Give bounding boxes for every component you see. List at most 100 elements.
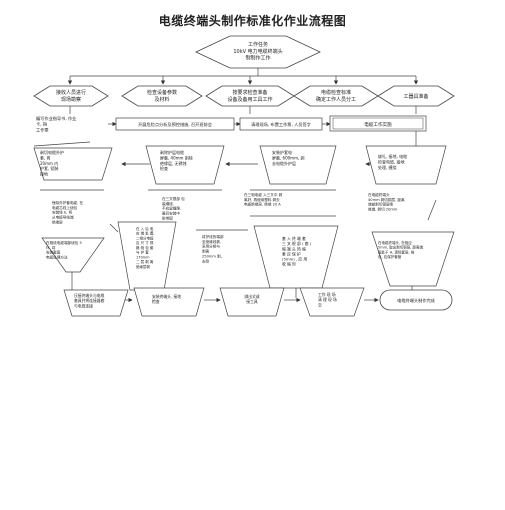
page-title: 电缆终端头制作标准化作业流程图 xyxy=(158,14,347,28)
stage4-line: 确定工作人员分工 xyxy=(316,96,356,103)
start-connectors xyxy=(67,68,419,85)
note_center_a-line: 二相分电缆 xyxy=(136,235,154,240)
step_strip-line: 剥切电缆外护 xyxy=(40,149,64,155)
note_mid2-line: 电缆绝缘层, 绝缘 20 A xyxy=(244,202,281,207)
note_center_a-line: 格 绕 包 套 xyxy=(136,245,154,250)
note_mid2-line: 离好, 再使用塑料 剥去 xyxy=(244,197,280,202)
step-semicon-shape xyxy=(259,145,337,185)
note_center_a-line: 二 层 剥 离 xyxy=(136,259,154,264)
final_b-line: 安装终端头, 接地 xyxy=(152,294,181,299)
final-d-shape xyxy=(299,287,365,317)
middle-dividers xyxy=(40,189,437,233)
final-c-text: 绑出式或接工具 xyxy=(244,294,259,304)
stage4-line: 电缆检查标准 xyxy=(321,89,351,96)
row2_a-line: 卡, 指 xyxy=(36,121,47,128)
start-line: 10kV 电力电缆终端头 xyxy=(233,48,282,55)
final-b-shape xyxy=(133,287,205,317)
stage1-line: 接收人员进行 xyxy=(56,89,86,96)
final_d-line: 清 理 现 场 xyxy=(318,297,337,302)
row2_b-line: 开展危险点分析及预控措施, 召开班前会 xyxy=(138,121,213,128)
step_semicon-line: 安装护套电 xyxy=(272,149,292,155)
row2_c-line: 清理现场, 布置工作票, 人员签字 xyxy=(251,121,311,128)
final-d-text: 工作 现 场清 理 现 场交 xyxy=(318,292,337,307)
stage3-line: 设备及备用工具工作 xyxy=(227,96,272,103)
note_center_c-line: 三 叉 根 部 ( 套 ) xyxy=(282,241,312,246)
note_mid1-line: 装缠绕, xyxy=(162,201,174,206)
note_right2-line: 包, 应保护套管 xyxy=(378,254,402,259)
row2_a-line: 编写作业指导书, 作业 xyxy=(36,115,76,122)
start-node-shape xyxy=(195,35,321,69)
note-center-c-text: 套 入 终 端 套三 叉 根 部 ( 套 )缩 端 头 热 缩套 应 保 护(5… xyxy=(282,236,312,267)
final-a-shape xyxy=(63,289,129,317)
stage3-line: 按要求检查准备 xyxy=(232,89,267,96)
step_strip-line: 接地 xyxy=(40,171,48,177)
final_d-line: 工作 现 场 xyxy=(318,292,336,297)
step_shield-line: 屏蔽, 40mm 剥除 xyxy=(160,154,193,160)
stage5-text: 工器具准备 xyxy=(403,93,428,100)
note_mid1-line: 不应留缝隙, xyxy=(162,206,181,211)
stage5-shape xyxy=(377,85,455,107)
step-check-text: 绑扎, 接地, 电缆检查电缆, 接地处理, 缠绕 xyxy=(378,153,407,170)
note_center_b-line: 将护线的端部 xyxy=(202,234,224,239)
note_center_c-line: 套 应 保 护 xyxy=(282,251,301,256)
note_right1-line: 在电缆终端头 xyxy=(368,192,390,197)
note-mid2-text: 在三相电缆 入三叉中 剥离好, 再使用塑料 剥去电缆绝缘层, 绝缘 20 A xyxy=(244,192,283,207)
stage1-text: 接收人员进行现场勘察 xyxy=(56,89,86,103)
note_right2-line: 5mm, 取出剥切铜层, 距离端 xyxy=(378,245,423,250)
step_strip-line: 护套, 铠装 xyxy=(40,165,59,171)
step_shield-line: 检查 xyxy=(160,165,168,171)
note_mid1-line: 最后安装中 xyxy=(162,211,181,216)
row2-b-box xyxy=(115,117,235,131)
step_semicon-line: 去电缆外护层 xyxy=(272,160,296,166)
note_right1-line: 40mm 剥切铜层, 距离 xyxy=(368,197,405,202)
note_left1-line: 电缆芯线上绕包 xyxy=(52,205,78,210)
row2-b-text: 开展危险点分析及预控措施, 召开班前会 xyxy=(138,121,213,128)
note_center_c-line: 套 入 终 端 套 xyxy=(282,236,306,241)
note_left2-line: 电缆处理方法 xyxy=(46,255,68,260)
step_semicon-line: 屏蔽, 600mm, 剥 xyxy=(272,154,305,160)
note-left1-text: 锉除外护套电缆, 在电缆芯线上绕包安装线 b, 将从电缆导线端绝缘层 xyxy=(52,200,83,224)
stage2-shape xyxy=(121,85,203,107)
note_center_c-line: 收 缩 时 xyxy=(282,262,296,267)
final_b-line: 检查 xyxy=(152,299,160,304)
note_right2-line: 面处于 H, 清除套层, 绕 xyxy=(378,249,415,254)
step-semicon-text: 安装护套电屏蔽, 600mm, 剥去电缆外护层 xyxy=(272,149,305,166)
end-node-text: 电缆终端头制作完成 xyxy=(397,297,435,304)
note_mid1-line: 在三叉根部 包 xyxy=(162,196,185,201)
stage1-line: 现场勘察 xyxy=(61,96,81,103)
note_left2-line: 环, 将 xyxy=(46,245,56,250)
stage2-text: 检查设备参数及材料 xyxy=(147,89,177,103)
note_center_b-line: 剥离 xyxy=(202,249,210,254)
note_center_b-line: 采用分相与 xyxy=(202,244,220,249)
stage5-line: 工器具准备 xyxy=(403,93,428,100)
step-shield-text: 剥除护层电缆屏蔽, 40mm 剥除绝缘层, 无锈蚀检查 xyxy=(160,149,193,171)
step_check-line: 绑扎, 接地, 电缆 xyxy=(378,153,407,159)
note-mid1-text: 在三叉根部 包装缠绕,不应留缝隙,最后安装中 胶带固 xyxy=(162,196,185,220)
final-b-text: 安装终端头, 接地检查 xyxy=(152,294,181,304)
note_left1-line: 绝缘层 xyxy=(52,219,63,224)
note_center_b-line: 至绝缘线剥, xyxy=(202,239,221,244)
note_left2-line: 在相线电缆端部绕包 5 xyxy=(46,240,82,245)
note_mid1-line: 胶带固 xyxy=(162,215,173,220)
row2-d-box xyxy=(329,115,427,132)
row2-c-text: 清理现场, 布置工作票, 人员签字 xyxy=(251,121,311,128)
final_a-line: 压接终端头与电缆 xyxy=(74,293,105,298)
start-line: 工作任务 xyxy=(248,41,268,48)
final_c-line: 绑出式或 xyxy=(244,294,259,299)
end-node-shape xyxy=(379,289,453,311)
step_shield-line: 剥除护层电缆 xyxy=(160,149,184,155)
end-line: 电缆终端头制作完成 xyxy=(397,297,435,304)
note_center_b-line: 250mm 剥、 xyxy=(202,253,224,258)
step_check-line: 检查电缆, 接地 xyxy=(378,158,405,164)
note_left1-line: 锉除外护套电缆, 在 xyxy=(52,200,83,205)
stage2-line: 检查设备参数 xyxy=(147,89,177,96)
final_c-line: 接工具 xyxy=(246,299,258,304)
note_center_c-line: 缩 端 头 热 缩 xyxy=(282,246,306,251)
step_shield-line: 绝缘层, 无锈蚀 xyxy=(160,160,187,166)
start-line: 制制作工作 xyxy=(245,55,270,62)
